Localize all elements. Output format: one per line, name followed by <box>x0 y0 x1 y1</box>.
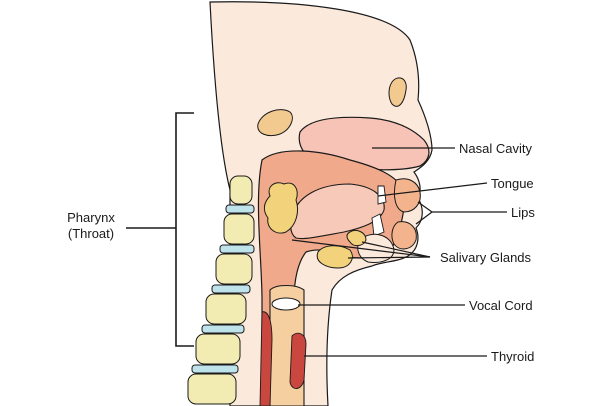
label-pharynx: Pharynx (Throat) <box>56 210 126 242</box>
vertebra <box>195 333 241 365</box>
label-tongue: Tongue <box>491 176 534 191</box>
tongue-shape <box>290 183 385 240</box>
label-salivary-glands: Salivary Glands <box>440 250 532 265</box>
tongue-leader <box>377 182 488 197</box>
disc <box>211 284 251 294</box>
salivary-leader-1 <box>291 239 431 258</box>
disc <box>219 244 255 254</box>
salivary-leader-3 <box>361 241 431 258</box>
muscle-strip-1 <box>259 311 273 406</box>
label-pharynx-line2: (Throat) <box>67 226 115 241</box>
disc <box>191 364 239 374</box>
label-vocal-cord: Vocal Cord <box>469 298 533 313</box>
pharynx-bracket <box>175 112 194 347</box>
lips-leader-upper <box>417 201 433 213</box>
spine <box>187 175 255 405</box>
vertebra <box>205 293 247 325</box>
vocal-cord-shape <box>271 297 301 311</box>
lips-leader-lower <box>415 211 433 225</box>
vertebra <box>223 213 255 245</box>
lower-teeth <box>371 213 385 237</box>
sublingual-gland <box>346 229 367 247</box>
label-thyroid: Thyroid <box>491 349 535 364</box>
lower-lip <box>391 221 417 250</box>
disc <box>225 204 255 214</box>
label-nasal-cavity: Nasal Cavity <box>459 141 532 156</box>
label-lips: Lips <box>511 205 535 220</box>
sphenoid-bone-blob <box>257 109 293 137</box>
vertebra <box>215 253 253 285</box>
salivary-leader-2 <box>347 256 431 259</box>
label-pharynx-line1: Pharynx <box>67 210 115 225</box>
frontal-bone-blob <box>388 77 407 107</box>
submandibular-gland <box>316 245 353 269</box>
thyroid-gland <box>289 332 307 389</box>
disc <box>201 324 245 334</box>
jaw-bone <box>357 234 395 263</box>
vertebra <box>229 175 253 205</box>
upper-lip <box>393 178 421 213</box>
vertebra <box>187 373 237 405</box>
parotid-gland <box>263 182 299 234</box>
